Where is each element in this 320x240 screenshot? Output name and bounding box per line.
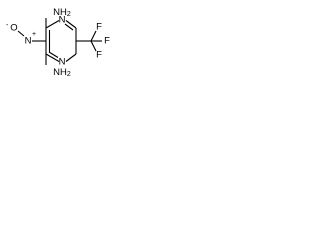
- nitro-nitrogen-charge: +: [32, 31, 36, 38]
- bond-nitro-o: [17, 30, 25, 37]
- bond-cf3-bottom: [90, 40, 97, 52]
- nitro-oxygen-charge: -: [6, 22, 9, 29]
- ring-nitrogen-top-label: N: [59, 15, 66, 26]
- bond-n3-c2-inner: [64, 23, 74, 31]
- bond-cf3-top: [90, 30, 97, 42]
- bond-n1-c6: [45, 53, 60, 62]
- fluorine-right-label: F: [104, 36, 110, 47]
- bond-c4-n3: [45, 20, 60, 29]
- ring-nitrogen-bottom-label: N: [59, 57, 66, 68]
- bond-n1-c6-inner: [48, 51, 59, 58]
- fluorine-bottom-label: F: [96, 50, 102, 61]
- bond-c2-n1: [65, 53, 77, 62]
- bond-n3-c2: [65, 20, 77, 29]
- nitro-oxygen-label: O: [10, 23, 17, 34]
- fluorine-top-label: F: [96, 22, 102, 33]
- nitro-nitrogen-label: N: [25, 36, 32, 47]
- amine-top-label: NH2: [53, 7, 71, 18]
- amine-bottom-label: NH2: [53, 67, 71, 78]
- chemical-structure-diagram: NH2 NH2 N + O - N N F F F: [6, 7, 110, 78]
